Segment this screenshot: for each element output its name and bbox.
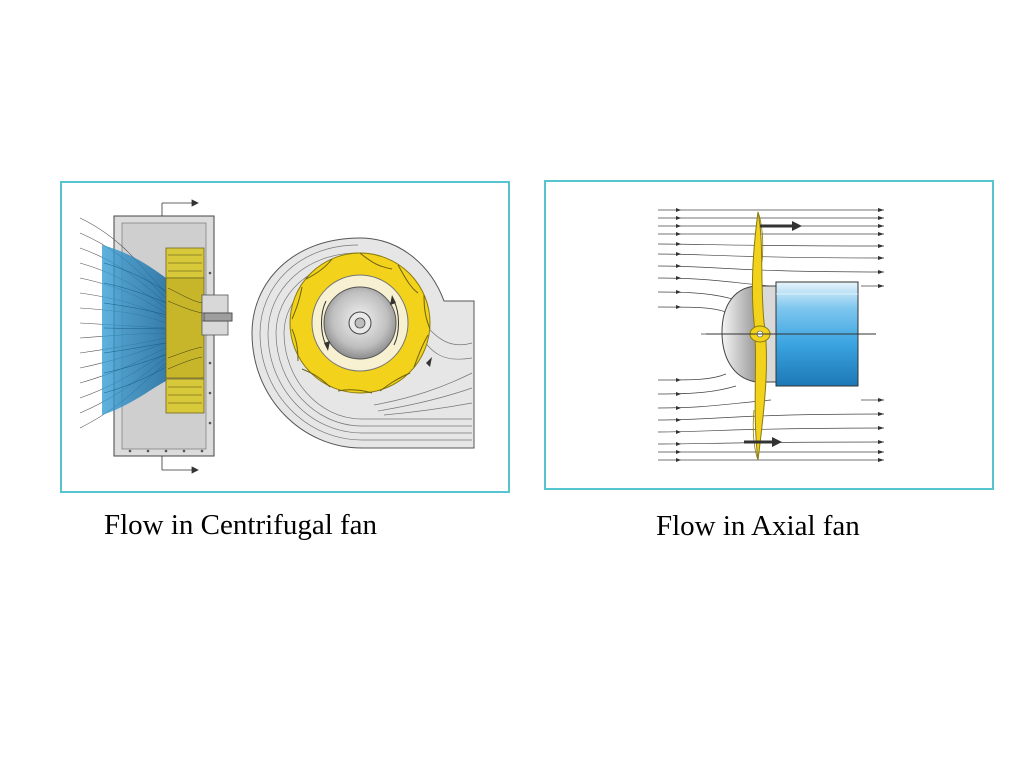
- rotation-direction-arrows: [744, 221, 802, 447]
- centrifugal-fan-diagram: [79, 199, 475, 474]
- axial-fan-caption: Flow in Axial fan: [656, 510, 860, 542]
- axial-flow-arrowheads: [676, 208, 884, 462]
- impeller-front-view: [289, 252, 431, 394]
- impeller-side-view: [165, 247, 233, 414]
- axial-fan-blade: [749, 211, 771, 461]
- fan-shaft: [203, 312, 233, 322]
- centrifugal-fan-caption: Flow in Centrifugal fan: [104, 509, 378, 541]
- axial-fan-diagram: [657, 208, 885, 462]
- centrifugal-fan-panel: [60, 181, 510, 493]
- axial-fan-panel: [544, 180, 994, 490]
- blue-flow-region: [102, 245, 166, 415]
